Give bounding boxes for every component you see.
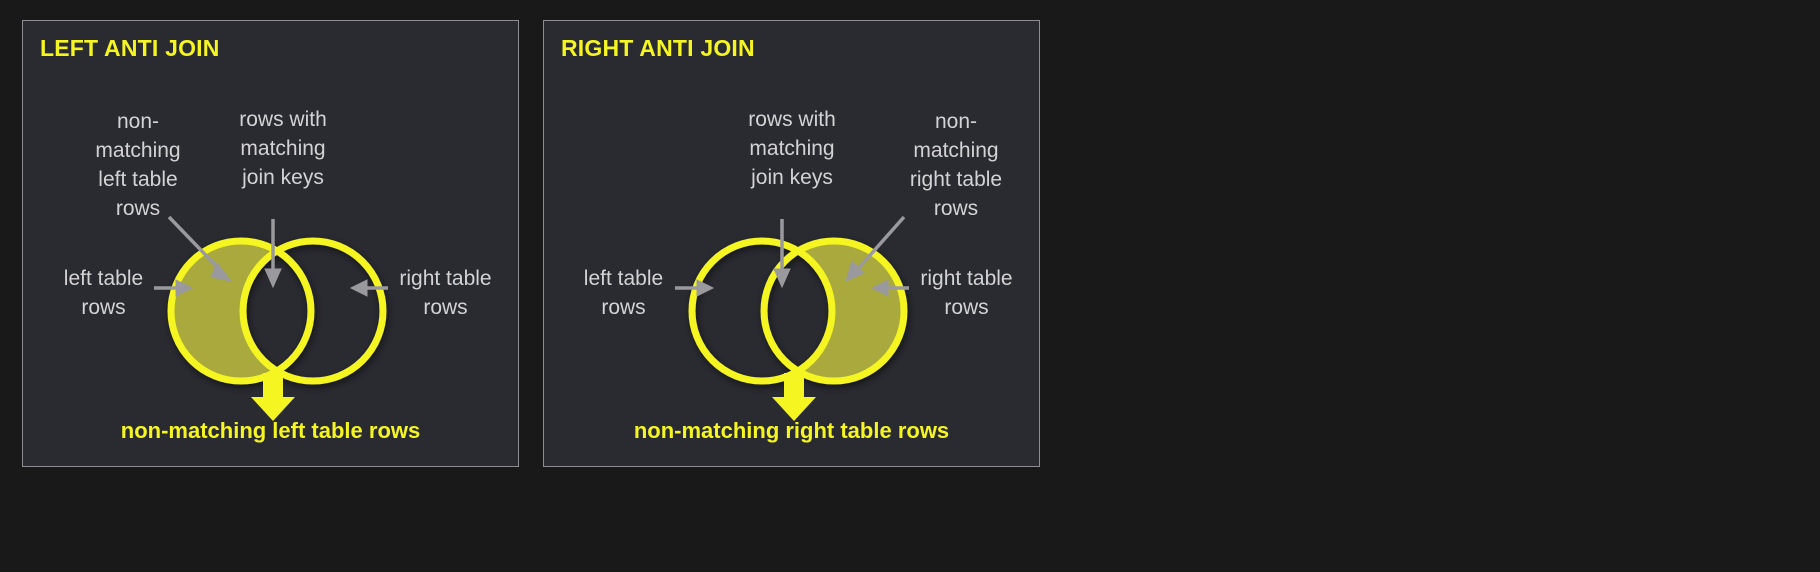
note-non-matching-right-rows: non- matching right table rows: [909, 110, 1003, 220]
left-circle-outline: [688, 237, 836, 385]
right-circle-outline: [239, 237, 387, 385]
panel-title-left: LEFT ANTI JOIN: [40, 35, 220, 61]
arrow-head-matching-keys: [773, 268, 791, 289]
arrow-line-non-matching: [167, 215, 225, 275]
venn-circles-right: [688, 237, 908, 385]
arrow-head-right-table: [870, 279, 889, 297]
panel-title-right: RIGHT ANTI JOIN: [561, 35, 755, 61]
note-left-table-rows: left table rows: [583, 267, 664, 319]
left-circle-outline: [167, 237, 315, 385]
arrow-head-non-matching: [210, 262, 233, 282]
note-non-matching-left-rows: non- matching left table rows: [95, 110, 181, 220]
panel-left-anti-join: LEFT ANTI JOIN: [22, 20, 519, 467]
note-right-table-rows: right table rows: [399, 267, 492, 319]
result-down-arrow-right: [772, 373, 816, 421]
arrow-head-matching-keys: [264, 268, 282, 289]
venn-diagram-left: non- matching left table rows rows with …: [23, 21, 518, 466]
note-right-table-rows: right table rows: [920, 267, 1013, 319]
arrow-line-non-matching: [854, 215, 906, 273]
arrow-head-left-table: [175, 279, 194, 297]
venn-diagram-right: rows with matching join keys non- matchi…: [544, 21, 1039, 466]
result-down-arrow-left: [251, 373, 295, 421]
annotation-arrows-right: [675, 215, 909, 297]
arrow-head-left-table: [696, 279, 715, 297]
venn-circles-left: [167, 237, 387, 385]
right-circle-outline: [760, 237, 908, 385]
arrow-head-right-table: [349, 279, 368, 297]
arrow-head-non-matching: [845, 260, 865, 282]
panel-right-anti-join: RIGHT ANTI JOIN: [543, 20, 1040, 467]
venn-svg-left: [154, 215, 388, 421]
venn-svg-right: [675, 215, 909, 421]
panel-caption-right: non-matching right table rows: [633, 418, 950, 443]
note-matching-join-keys: rows with matching join keys: [239, 108, 327, 189]
panel-caption-left: non-matching left table rows: [120, 418, 421, 443]
note-left-table-rows: left table rows: [63, 267, 144, 319]
note-matching-join-keys: rows with matching join keys: [748, 108, 836, 189]
annotation-arrows-left: [154, 215, 388, 297]
